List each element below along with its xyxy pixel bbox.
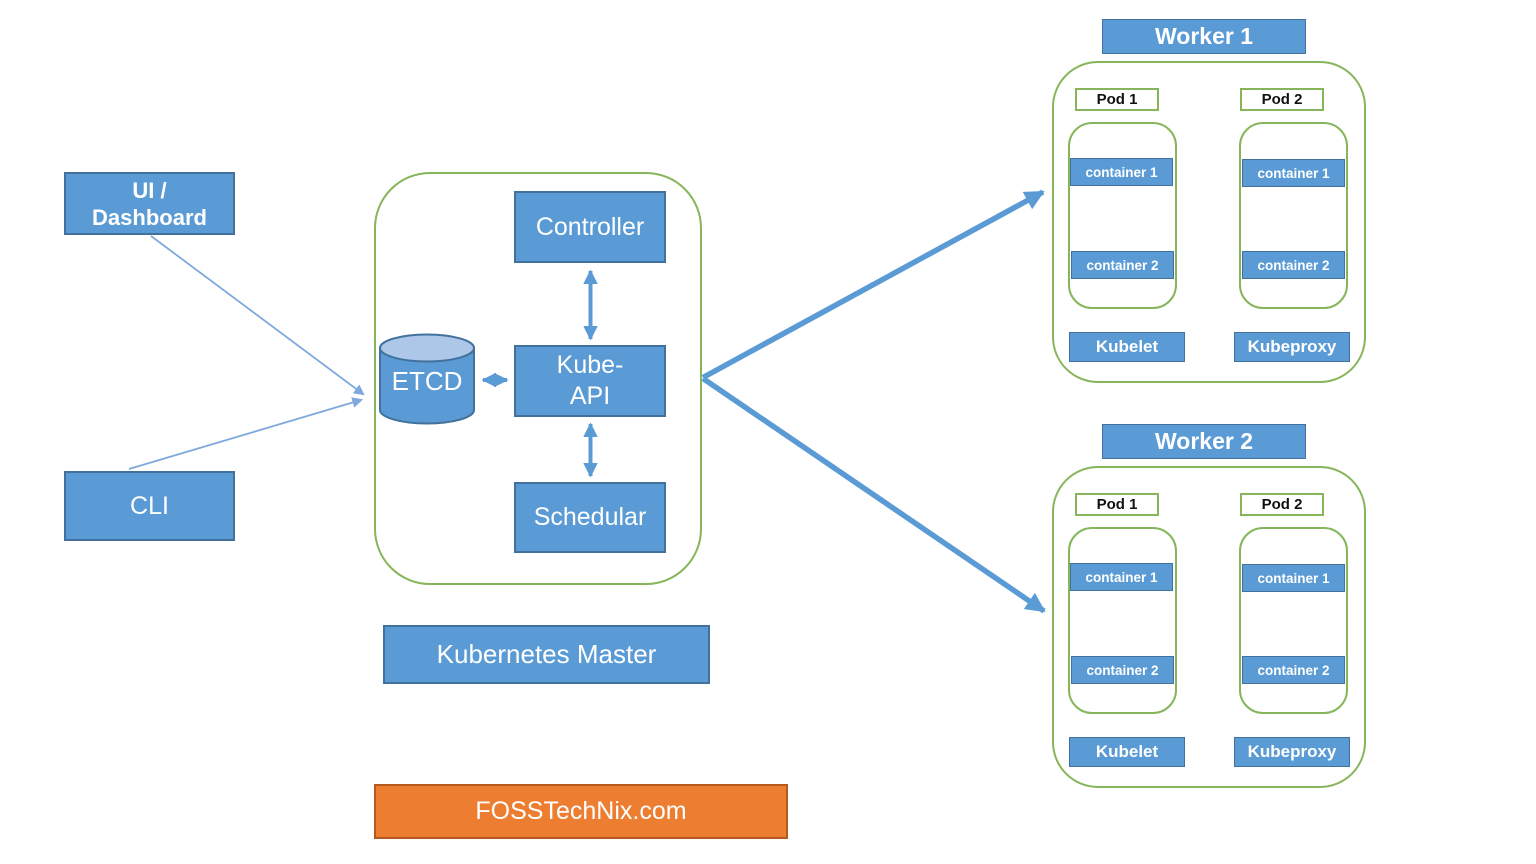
- worker1-pod1-container1: container 1: [1070, 158, 1173, 186]
- arrow-cli-to-master: [128, 397, 364, 470]
- kubernetes-master-title: Kubernetes Master: [383, 625, 710, 684]
- worker1-pod2-container1: container 1: [1242, 159, 1345, 187]
- kube-api-node: Kube- API: [514, 345, 666, 417]
- worker1-pod2-container2: container 2: [1242, 251, 1345, 279]
- controller-node: Controller: [514, 191, 666, 263]
- worker2-pod2-boundary: [1239, 527, 1348, 714]
- brand-banner: FOSSTechNix.com: [374, 784, 788, 839]
- worker2-pod2-container1: container 1: [1242, 564, 1345, 592]
- etcd-label: ETCD: [391, 365, 463, 396]
- worker2-pod2-label: Pod 2: [1240, 493, 1324, 516]
- controller-label: Controller: [535, 212, 645, 241]
- kube-api-label-line1: Kube-: [556, 351, 624, 379]
- ui-dashboard-label-line1: UI /: [132, 177, 167, 203]
- worker2-pod1-container1: container 1: [1070, 563, 1173, 591]
- kube-api-label-line2: API: [569, 382, 611, 410]
- cli-node: CLI: [64, 471, 235, 541]
- worker2-kubelet: Kubelet: [1069, 737, 1185, 767]
- scheduler-node: Schedular: [514, 482, 666, 553]
- ui-dashboard-node: UI / Dashboard: [64, 172, 235, 235]
- kubernetes-master-label: Kubernetes Master: [436, 639, 657, 669]
- worker2-pod1-container2: container 2: [1071, 656, 1174, 684]
- worker1-kubeproxy: Kubeproxy: [1234, 332, 1350, 362]
- arrow-master-to-worker2: [701, 376, 1046, 614]
- worker1-pod1-boundary: [1068, 122, 1177, 309]
- worker1-pod2-label: Pod 2: [1240, 88, 1324, 111]
- worker1-pod2-boundary: [1239, 122, 1348, 309]
- scheduler-label: Schedular: [533, 503, 647, 531]
- worker2-pod2-container2: container 2: [1242, 656, 1345, 684]
- worker2-title: Worker 2: [1102, 424, 1306, 459]
- cli-label: CLI: [130, 491, 169, 520]
- worker2-pod1-label: Pod 1: [1075, 493, 1159, 516]
- worker1-kubelet: Kubelet: [1069, 332, 1185, 362]
- worker1-boundary: [1052, 61, 1366, 383]
- brand-label: FOSSTechNix.com: [475, 797, 687, 825]
- arrow-ui-dashboard-to-master: [150, 235, 365, 396]
- worker2-boundary: [1052, 466, 1366, 788]
- worker2-kubeproxy: Kubeproxy: [1234, 737, 1350, 767]
- worker1-pod1-label: Pod 1: [1075, 88, 1159, 111]
- worker1-pod1-container2: container 2: [1071, 251, 1174, 279]
- worker1-title: Worker 1: [1102, 19, 1306, 54]
- worker2-pod1-boundary: [1068, 527, 1177, 714]
- ui-dashboard-label-line2: Dashboard: [92, 204, 207, 230]
- worker2-node: Worker 2 Pod 1 Pod 2 container 1 contain…: [1050, 424, 1370, 796]
- worker1-node: Worker 1 Pod 1 Pod 2 container 1 contain…: [1050, 19, 1370, 391]
- kubernetes-master-boundary: [374, 172, 702, 585]
- arrow-master-to-worker1: [701, 189, 1045, 380]
